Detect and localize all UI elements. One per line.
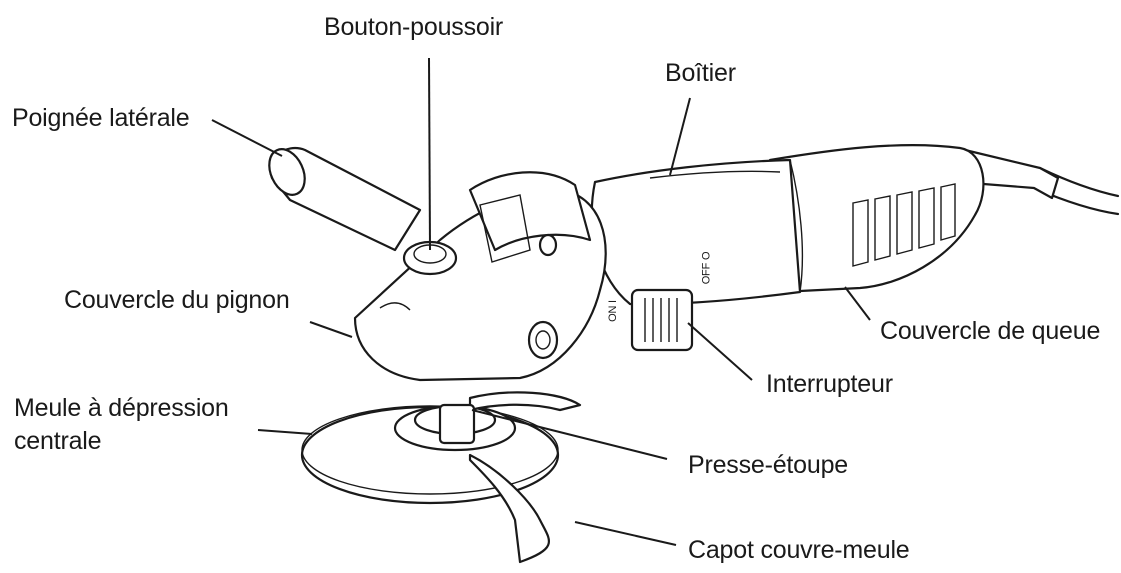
label-switch: Interrupteur: [766, 370, 893, 398]
label-side-handle: Poignée latérale: [12, 104, 190, 132]
gear-head: [353, 171, 607, 382]
wheel-guard: [468, 391, 582, 564]
label-wheel-guard: Capot couvre-meule: [688, 536, 910, 564]
label-flange: Presse-étoupe: [688, 451, 848, 479]
cooling-vents: [852, 183, 956, 267]
grinding-wheel: [300, 404, 560, 505]
switch-on-mark: ON I: [606, 300, 619, 322]
label-wheel-line1: Meule à dépression: [14, 394, 229, 422]
main-housing: [590, 158, 804, 352]
label-tail-cover: Couvercle de queue: [880, 317, 1101, 345]
switch-off-mark: OFF O: [700, 251, 713, 285]
label-housing: Boîtier: [665, 59, 736, 87]
switch: [630, 288, 694, 352]
tail-cover: [768, 144, 985, 294]
label-push-button: Bouton-poussoir: [324, 13, 504, 41]
leader-lines: [211, 57, 871, 546]
label-wheel-line2: centrale: [14, 427, 102, 455]
flange: [438, 403, 476, 445]
side-handle: [268, 147, 422, 252]
label-gear-cover: Couvercle du pignon: [64, 286, 290, 314]
